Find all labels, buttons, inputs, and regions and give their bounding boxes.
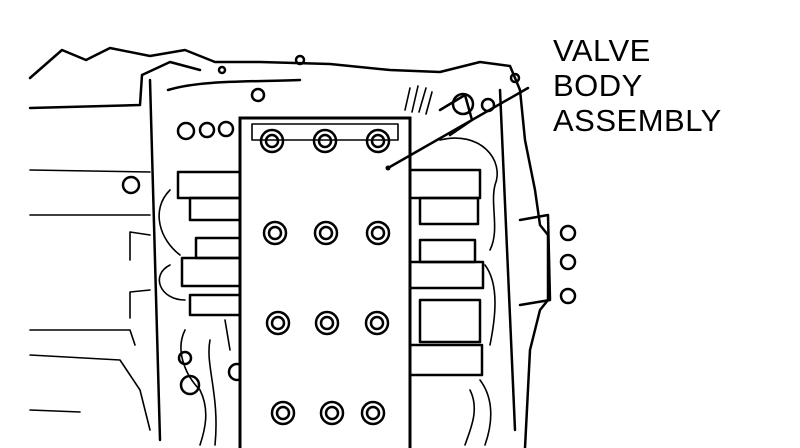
- left-solenoids: [158, 170, 252, 446]
- callout-label-line-2: BODY: [553, 68, 643, 103]
- valve-body-plate: [238, 116, 412, 448]
- callout-leader: [385, 86, 530, 171]
- right-solenoids: [404, 85, 498, 446]
- transmission-case: [28, 46, 577, 448]
- plate-bolts: [259, 128, 391, 426]
- callout-label-line-1: VALVE: [553, 33, 651, 68]
- callout-label-line-3: ASSEMBLY: [553, 103, 722, 138]
